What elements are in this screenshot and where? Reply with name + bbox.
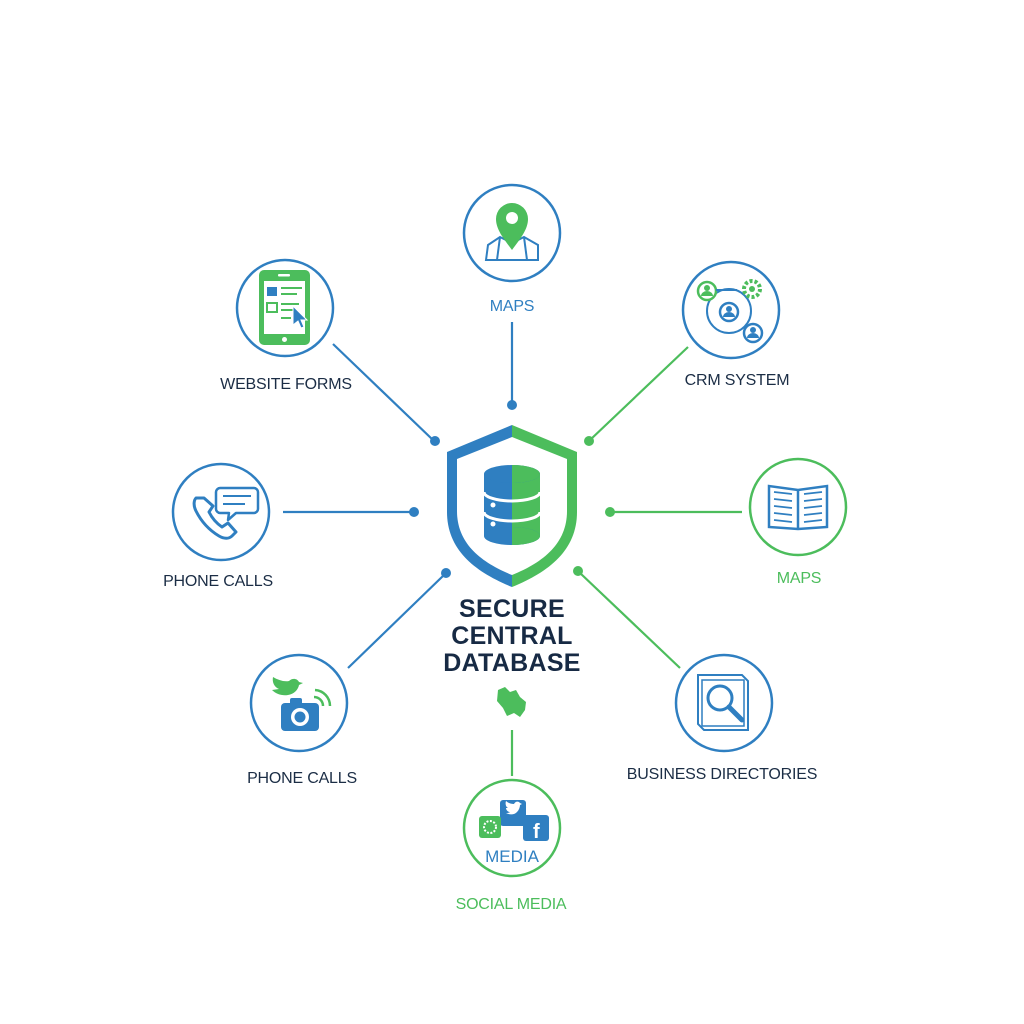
node-label-crm-system: CRM SYSTEM	[684, 372, 790, 389]
social-media-icon-text: MEDIA	[485, 847, 540, 866]
svg-text:f: f	[533, 821, 540, 843]
shield-database-icon	[447, 425, 577, 587]
connector-phone-lower	[347, 574, 445, 669]
connector-dot-maps-right	[605, 507, 615, 517]
map-pin-icon	[484, 203, 539, 261]
node-label-business-directories: BUSINESS DIRECTORIES	[626, 766, 818, 783]
magnifier-document-icon	[697, 674, 749, 731]
open-book-icon	[767, 484, 829, 531]
center-title: SECURE CENTRAL DATABASE	[443, 596, 581, 677]
connector-dot-maps-top	[507, 400, 517, 410]
region-map-icon	[497, 687, 526, 717]
node-label-website-forms: WEBSITE FORMS	[220, 376, 352, 393]
node-business-directories[interactable]	[674, 653, 774, 753]
node-social-media[interactable]: f MEDIA	[462, 778, 562, 878]
center-title-line-3: DATABASE	[443, 649, 581, 677]
node-maps-right[interactable]	[748, 457, 848, 557]
node-label-phone-calls-lower: PHONE CALLS	[247, 770, 357, 787]
center-title-line-2: CENTRAL	[451, 622, 573, 650]
node-label-maps-top: MAPS	[489, 298, 535, 315]
connector-website	[332, 343, 434, 441]
node-label-social-media: SOCIAL MEDIA	[455, 896, 567, 913]
node-label-phone-calls: PHONE CALLS	[163, 573, 273, 590]
connector-dot-website	[430, 436, 440, 446]
node-maps-top[interactable]	[462, 183, 562, 283]
node-label-maps-right: MAPS	[776, 570, 822, 587]
social-media-icon: f MEDIA	[479, 800, 549, 866]
connectors	[283, 322, 742, 776]
connector-crm	[589, 346, 689, 441]
database-icon	[482, 465, 542, 545]
tablet-form-icon	[259, 270, 310, 345]
node-phone-calls[interactable]	[171, 462, 271, 562]
crm-network-icon	[696, 279, 764, 344]
connector-dot-business	[573, 566, 583, 576]
connector-business	[579, 572, 681, 669]
connector-dot-phone-lower	[441, 568, 451, 578]
center-title-line-1: SECURE	[459, 595, 565, 623]
connector-dot-crm	[584, 436, 594, 446]
node-crm-system[interactable]	[681, 260, 781, 360]
phone-chat-icon	[192, 486, 260, 540]
node-phone-calls-lower[interactable]	[249, 653, 349, 753]
bird-camera-icon	[272, 677, 332, 731]
node-website-forms[interactable]	[235, 258, 335, 358]
connector-dot-phone	[409, 507, 419, 517]
